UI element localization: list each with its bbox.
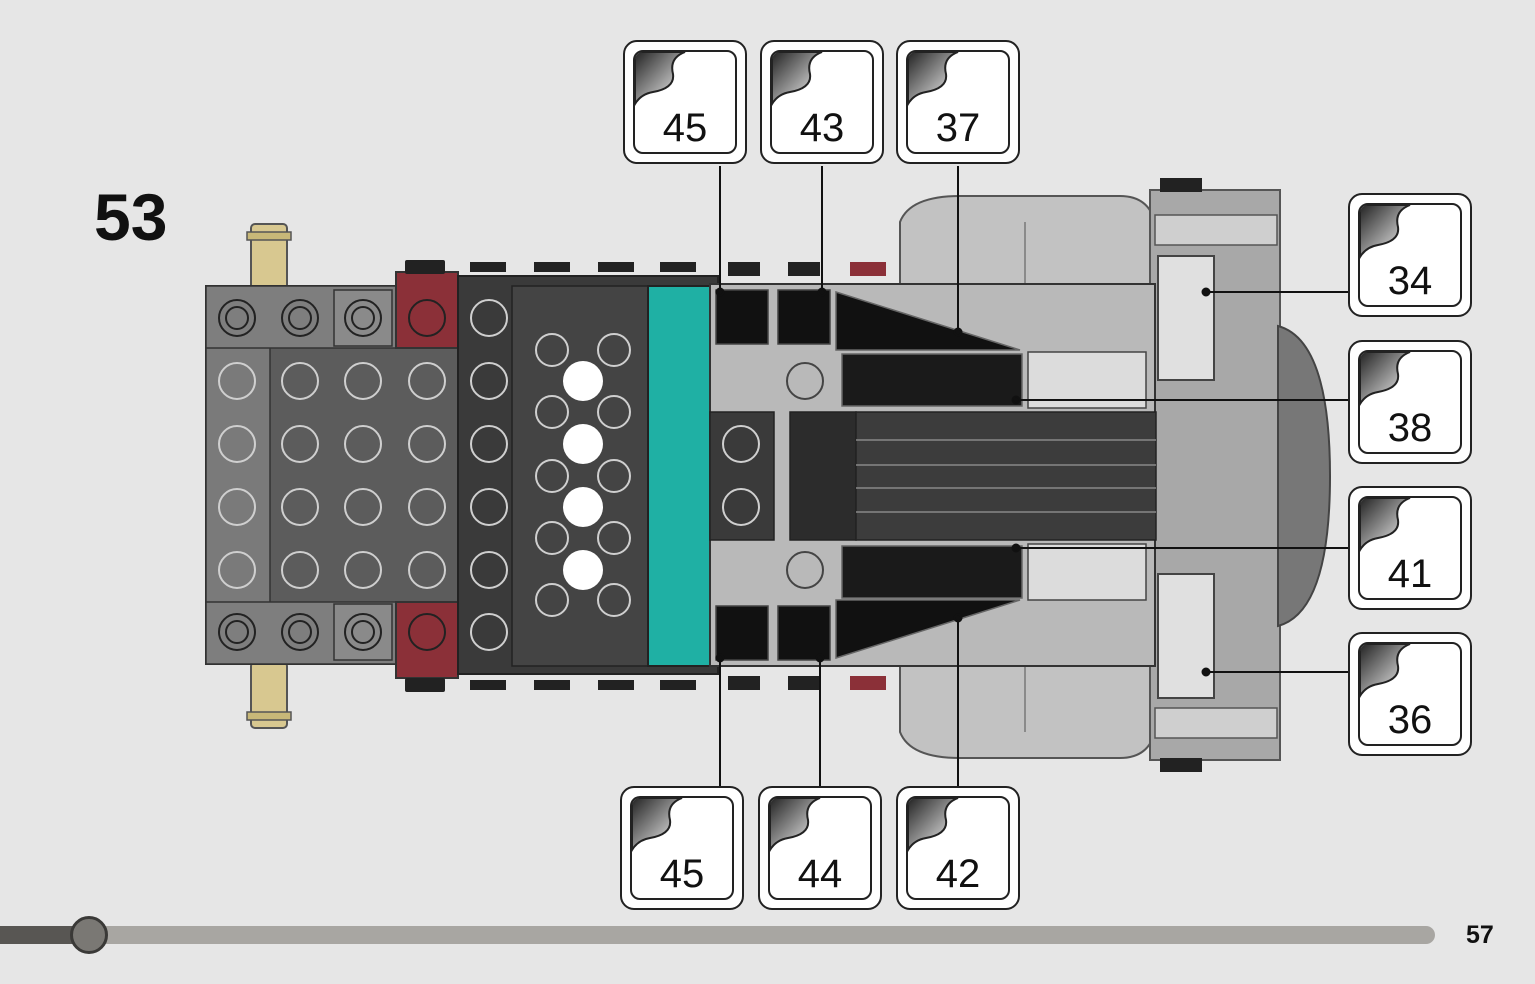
- sticker-number: 37: [935, 106, 981, 150]
- sticker-number: 44: [797, 852, 843, 896]
- sticker-icon: [1360, 644, 1411, 698]
- sticker-callout-right-1: 34: [1348, 193, 1472, 317]
- sticker-icon: [908, 52, 959, 106]
- sticker-callout-top-1: 45: [623, 40, 747, 164]
- sticker-number: 34: [1387, 259, 1433, 303]
- sticker-callout-bottom-3: 42: [896, 786, 1020, 910]
- sticker-number: 41: [1387, 552, 1433, 596]
- sticker-callout-right-4: 36: [1348, 632, 1472, 756]
- sticker-icon: [635, 52, 686, 106]
- sticker-number: 43: [799, 106, 845, 150]
- sticker-icon: [1360, 205, 1411, 259]
- chassis-mid-plate: [405, 260, 719, 692]
- sticker-callout-bottom-2: 44: [758, 786, 882, 910]
- sticker-number: 45: [662, 106, 708, 150]
- sticker-icon: [1360, 352, 1411, 406]
- sticker-icon: [632, 798, 683, 852]
- sticker-number: 38: [1387, 406, 1433, 450]
- sticker-icon: [770, 798, 821, 852]
- sticker-callout-top-3: 37: [896, 40, 1020, 164]
- page-number: 57: [1466, 921, 1494, 949]
- sticker-number: 36: [1387, 698, 1433, 742]
- progress-track: [0, 926, 1435, 944]
- chassis-front-plate: [205, 271, 459, 679]
- sticker-callout-right-3: 41: [1348, 486, 1472, 610]
- sticker-icon: [772, 52, 823, 106]
- sticker-callout-bottom-1: 45: [620, 786, 744, 910]
- sticker-callout-top-2: 43: [760, 40, 884, 164]
- sticker-number: 45: [659, 852, 705, 896]
- callout-leader-lines: [715, 166, 1348, 786]
- sticker-icon: [1360, 498, 1411, 552]
- sticker-number: 42: [935, 852, 981, 896]
- progress-fill: [0, 926, 89, 944]
- progress-knob[interactable]: [70, 916, 108, 954]
- step-number: 53: [94, 180, 168, 254]
- sticker-icon: [908, 798, 959, 852]
- cockpit-section: [709, 262, 1157, 690]
- sticker-callout-right-2: 38: [1348, 340, 1472, 464]
